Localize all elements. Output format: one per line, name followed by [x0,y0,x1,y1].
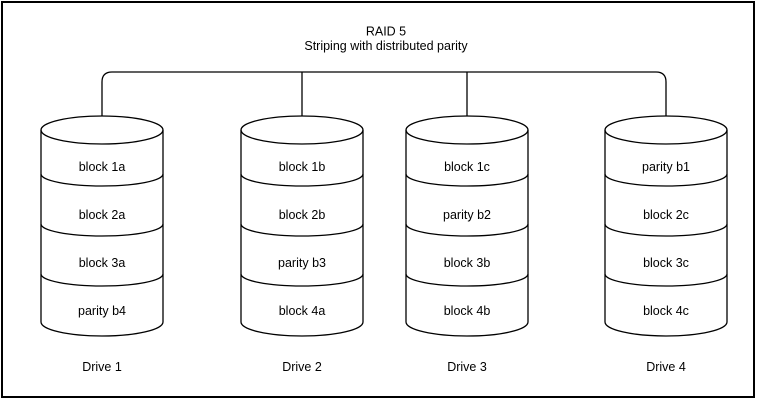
segment-label: block 2b [279,208,326,222]
segment-divider [604,273,728,287]
segment-label: block 1c [444,160,490,174]
segment-label: block 2c [643,208,689,222]
drive-4-label: Drive 4 [646,360,686,374]
cylinder-top [240,115,364,145]
connector-bus [101,71,667,116]
segment-divider [40,173,164,187]
segment-label: block 4c [643,304,689,318]
drive-2-label: Drive 2 [282,360,322,374]
segment-label: block 3b [444,256,491,270]
cylinder-top [405,115,529,145]
segment-label: parity b2 [443,208,491,222]
segment-divider [40,273,164,287]
cylinder-bottom [240,321,364,337]
drive-3-cylinder: block 1c parity b2 block 3b block 4b Dri… [405,115,529,374]
drive-4-cylinder: parity b1 block 2c block 3c block 4c Dri… [604,115,728,374]
segment-divider [240,273,364,287]
segment-label: parity b3 [278,256,326,270]
segment-divider [405,173,529,187]
segment-label: parity b1 [642,160,690,174]
cylinder-top [40,115,164,145]
segment-label: block 1a [79,160,126,174]
segment-divider [604,173,728,187]
segment-divider [40,223,164,237]
diagram-title: RAID 5 [366,25,406,39]
cylinder-bottom [405,321,529,337]
segment-label: parity b4 [78,304,126,318]
segment-divider [604,223,728,237]
segment-divider [405,273,529,287]
diagram-subtitle: Striping with distributed parity [304,39,468,53]
drive-1-label: Drive 1 [82,360,122,374]
segment-divider [240,223,364,237]
segment-label: block 3a [79,256,126,270]
segment-label: block 3c [643,256,689,270]
diagram-border [1,1,755,398]
drive-1-cylinder: block 1a block 2a block 3a parity b4 Dri… [40,115,164,374]
cylinder-bottom [604,321,728,337]
segment-label: block 1b [279,160,326,174]
drive-2-cylinder: block 1b block 2b parity b3 block 4a Dri… [240,115,364,374]
segment-label: block 2a [79,208,126,222]
segment-divider [405,223,529,237]
drive-3-label: Drive 3 [447,360,487,374]
segment-label: block 4b [444,304,491,318]
segment-divider [240,173,364,187]
cylinder-bottom [40,321,164,337]
cylinder-top [604,115,728,145]
segment-label: block 4a [279,304,326,318]
